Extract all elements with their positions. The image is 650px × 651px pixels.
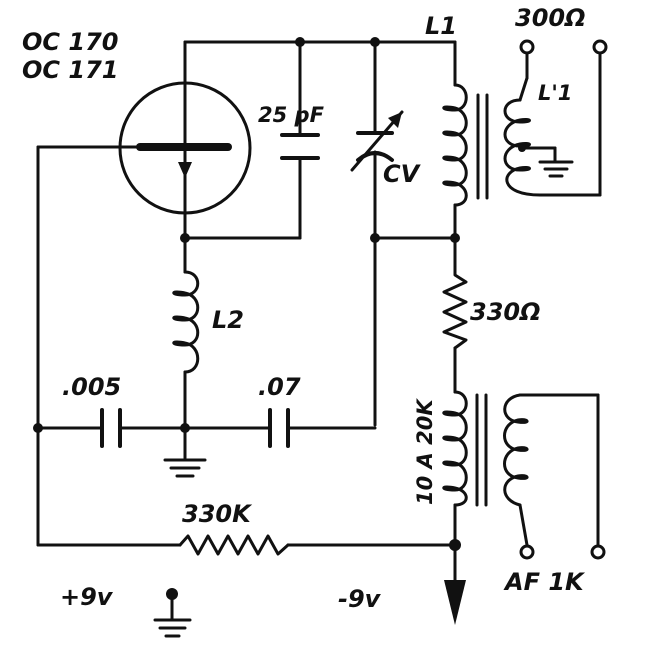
resistor-330k bbox=[178, 534, 290, 556]
transistor-symbol bbox=[118, 80, 252, 240]
output-terminals-af bbox=[519, 544, 606, 560]
af-transformer-secondary bbox=[503, 393, 529, 507]
output-terminals-300 bbox=[519, 39, 608, 55]
af-output-label: AF 1K bbox=[503, 568, 586, 596]
capacitor-005-label: .005 bbox=[62, 373, 121, 401]
capacitor-25pf-label: 25 pF bbox=[258, 103, 325, 127]
resistor-330k-label: 330K bbox=[182, 500, 253, 528]
af-transformer-primary bbox=[442, 390, 468, 507]
variable-capacitor-cv-label: CV bbox=[383, 160, 422, 188]
supply-negative-label: -9v bbox=[338, 585, 382, 613]
variable-capacitor-cv bbox=[350, 110, 404, 172]
junction-dots bbox=[33, 37, 461, 551]
coil-l1-label: L1 bbox=[425, 12, 457, 40]
coil-l1-secondary bbox=[503, 98, 557, 197]
capacitor-07-label: .07 bbox=[258, 373, 301, 401]
transistor-type-label-1: OC 170 bbox=[22, 28, 118, 56]
negative-supply-arrow bbox=[444, 580, 466, 625]
resistor-330-label: 330Ω bbox=[470, 298, 541, 326]
coil-l1-secondary-label: L'1 bbox=[538, 81, 572, 105]
af-transformer-label: 10 A 20K bbox=[413, 398, 437, 505]
supply-positive-label: +9v bbox=[60, 583, 114, 611]
coil-l2-label: L2 bbox=[212, 306, 244, 334]
resistor-330 bbox=[442, 266, 468, 350]
capacitor-25pf bbox=[280, 133, 320, 160]
ground-symbol-main bbox=[163, 458, 207, 478]
output-300-label: 300Ω bbox=[515, 4, 586, 32]
capacitor-07 bbox=[268, 408, 290, 448]
ground-symbol-secondary bbox=[538, 146, 574, 178]
rf-transformer-core bbox=[476, 93, 489, 200]
transistor-type-label-2: OC 171 bbox=[22, 56, 118, 84]
af-transformer-core bbox=[475, 393, 488, 507]
capacitor-005 bbox=[100, 408, 122, 448]
coil-l2 bbox=[172, 270, 200, 374]
ground-symbol-supply bbox=[153, 588, 192, 638]
coil-l1 bbox=[442, 83, 468, 207]
